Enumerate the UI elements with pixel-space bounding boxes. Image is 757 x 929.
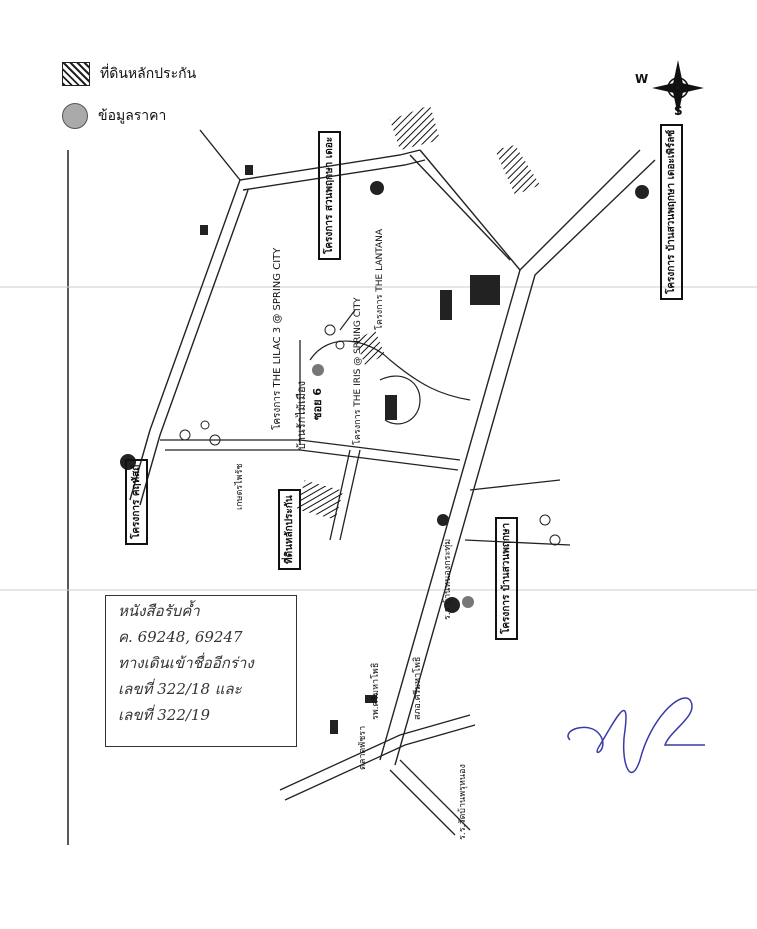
circle-swatch-icon bbox=[62, 103, 88, 129]
note-line-3: ทางเดินเข้าชื่ออีกร่าง bbox=[118, 654, 254, 672]
label-ban-ruk: บ้านรักไม้เมือง bbox=[295, 380, 308, 450]
legend-collateral-label: ที่ดินหลักประกัน bbox=[100, 66, 197, 82]
label-project-iris: โครงการ THE IRIS @ SPRING CITY bbox=[353, 297, 363, 445]
label-project-suan-pho: โครงการ สวนพฤกษา เดอะ bbox=[318, 130, 341, 260]
price-marker bbox=[312, 364, 324, 376]
price-marker bbox=[462, 596, 474, 608]
compass-south: S bbox=[674, 104, 683, 118]
legend-price-label: ข้อมูลราคา bbox=[98, 108, 167, 124]
label-kaset: เกษตรไพรัช bbox=[235, 463, 245, 510]
label-project-lantana: โครงการ THE LANTANA bbox=[375, 228, 385, 330]
label-sub-box: ที่ดินหลักประกัน bbox=[278, 489, 301, 570]
bottom-roads bbox=[279, 479, 571, 836]
price-marker bbox=[635, 185, 649, 199]
main-road bbox=[379, 149, 656, 766]
label-project-top-right: โครงการ บ้านสวนพฤกษา เดอะเพิร์ลซ์ bbox=[660, 123, 683, 300]
label-project-spring-city: โครงการ THE LILAC 3 @ SPRING CITY bbox=[272, 247, 283, 430]
legend-price: ข้อมูลราคา bbox=[62, 103, 166, 129]
compass-icon bbox=[652, 60, 704, 116]
label-school-bottom: ร.ร.วัดบ้านพรุหนอง bbox=[458, 764, 468, 840]
compass-rose: W S bbox=[635, 58, 710, 118]
note-line-1: หนังสือรับค้ำ bbox=[118, 602, 200, 620]
price-marker bbox=[370, 181, 384, 195]
note-line-5: เลขที่ 322/19 bbox=[118, 706, 210, 724]
note-line-4: เลขที่ 322/18 และ bbox=[118, 680, 242, 698]
spring-city-road bbox=[309, 309, 471, 425]
price-marker bbox=[120, 454, 136, 470]
price-marker bbox=[437, 514, 449, 526]
handwritten-note: หนังสือรับค้ำ ค. 69248, 69247 ทางเดินเข้… bbox=[105, 595, 297, 747]
price-marker bbox=[444, 597, 460, 613]
upper-road bbox=[129, 129, 426, 506]
compass-west: W bbox=[635, 72, 649, 86]
label-ban-left: โครงการ คฤหัสถ์ bbox=[125, 458, 148, 545]
signature bbox=[567, 697, 705, 774]
note-line-2: ค. 69248, 69247 bbox=[118, 628, 243, 646]
collateral-plot bbox=[495, 145, 540, 195]
hatch-swatch-icon bbox=[62, 62, 90, 86]
label-land-office: สภอ.ศรีมหาโพธิ bbox=[413, 656, 423, 720]
label-school-top: ร.ร.บ้านหนองกระทุ่ม bbox=[443, 538, 453, 620]
label-hospital: รพ.ศรีมหาโพธิ bbox=[371, 662, 381, 720]
label-market: ตลาดพัชรา bbox=[358, 725, 368, 770]
collateral-plot bbox=[390, 105, 440, 150]
collateral-plot bbox=[296, 480, 344, 520]
legend-collateral: ที่ดินหลักประกัน bbox=[62, 62, 196, 86]
label-project-bottom-right: โครงการ บ้านสวนพฤกษา bbox=[495, 516, 518, 640]
label-soi6: ซอย 6 bbox=[311, 387, 324, 420]
